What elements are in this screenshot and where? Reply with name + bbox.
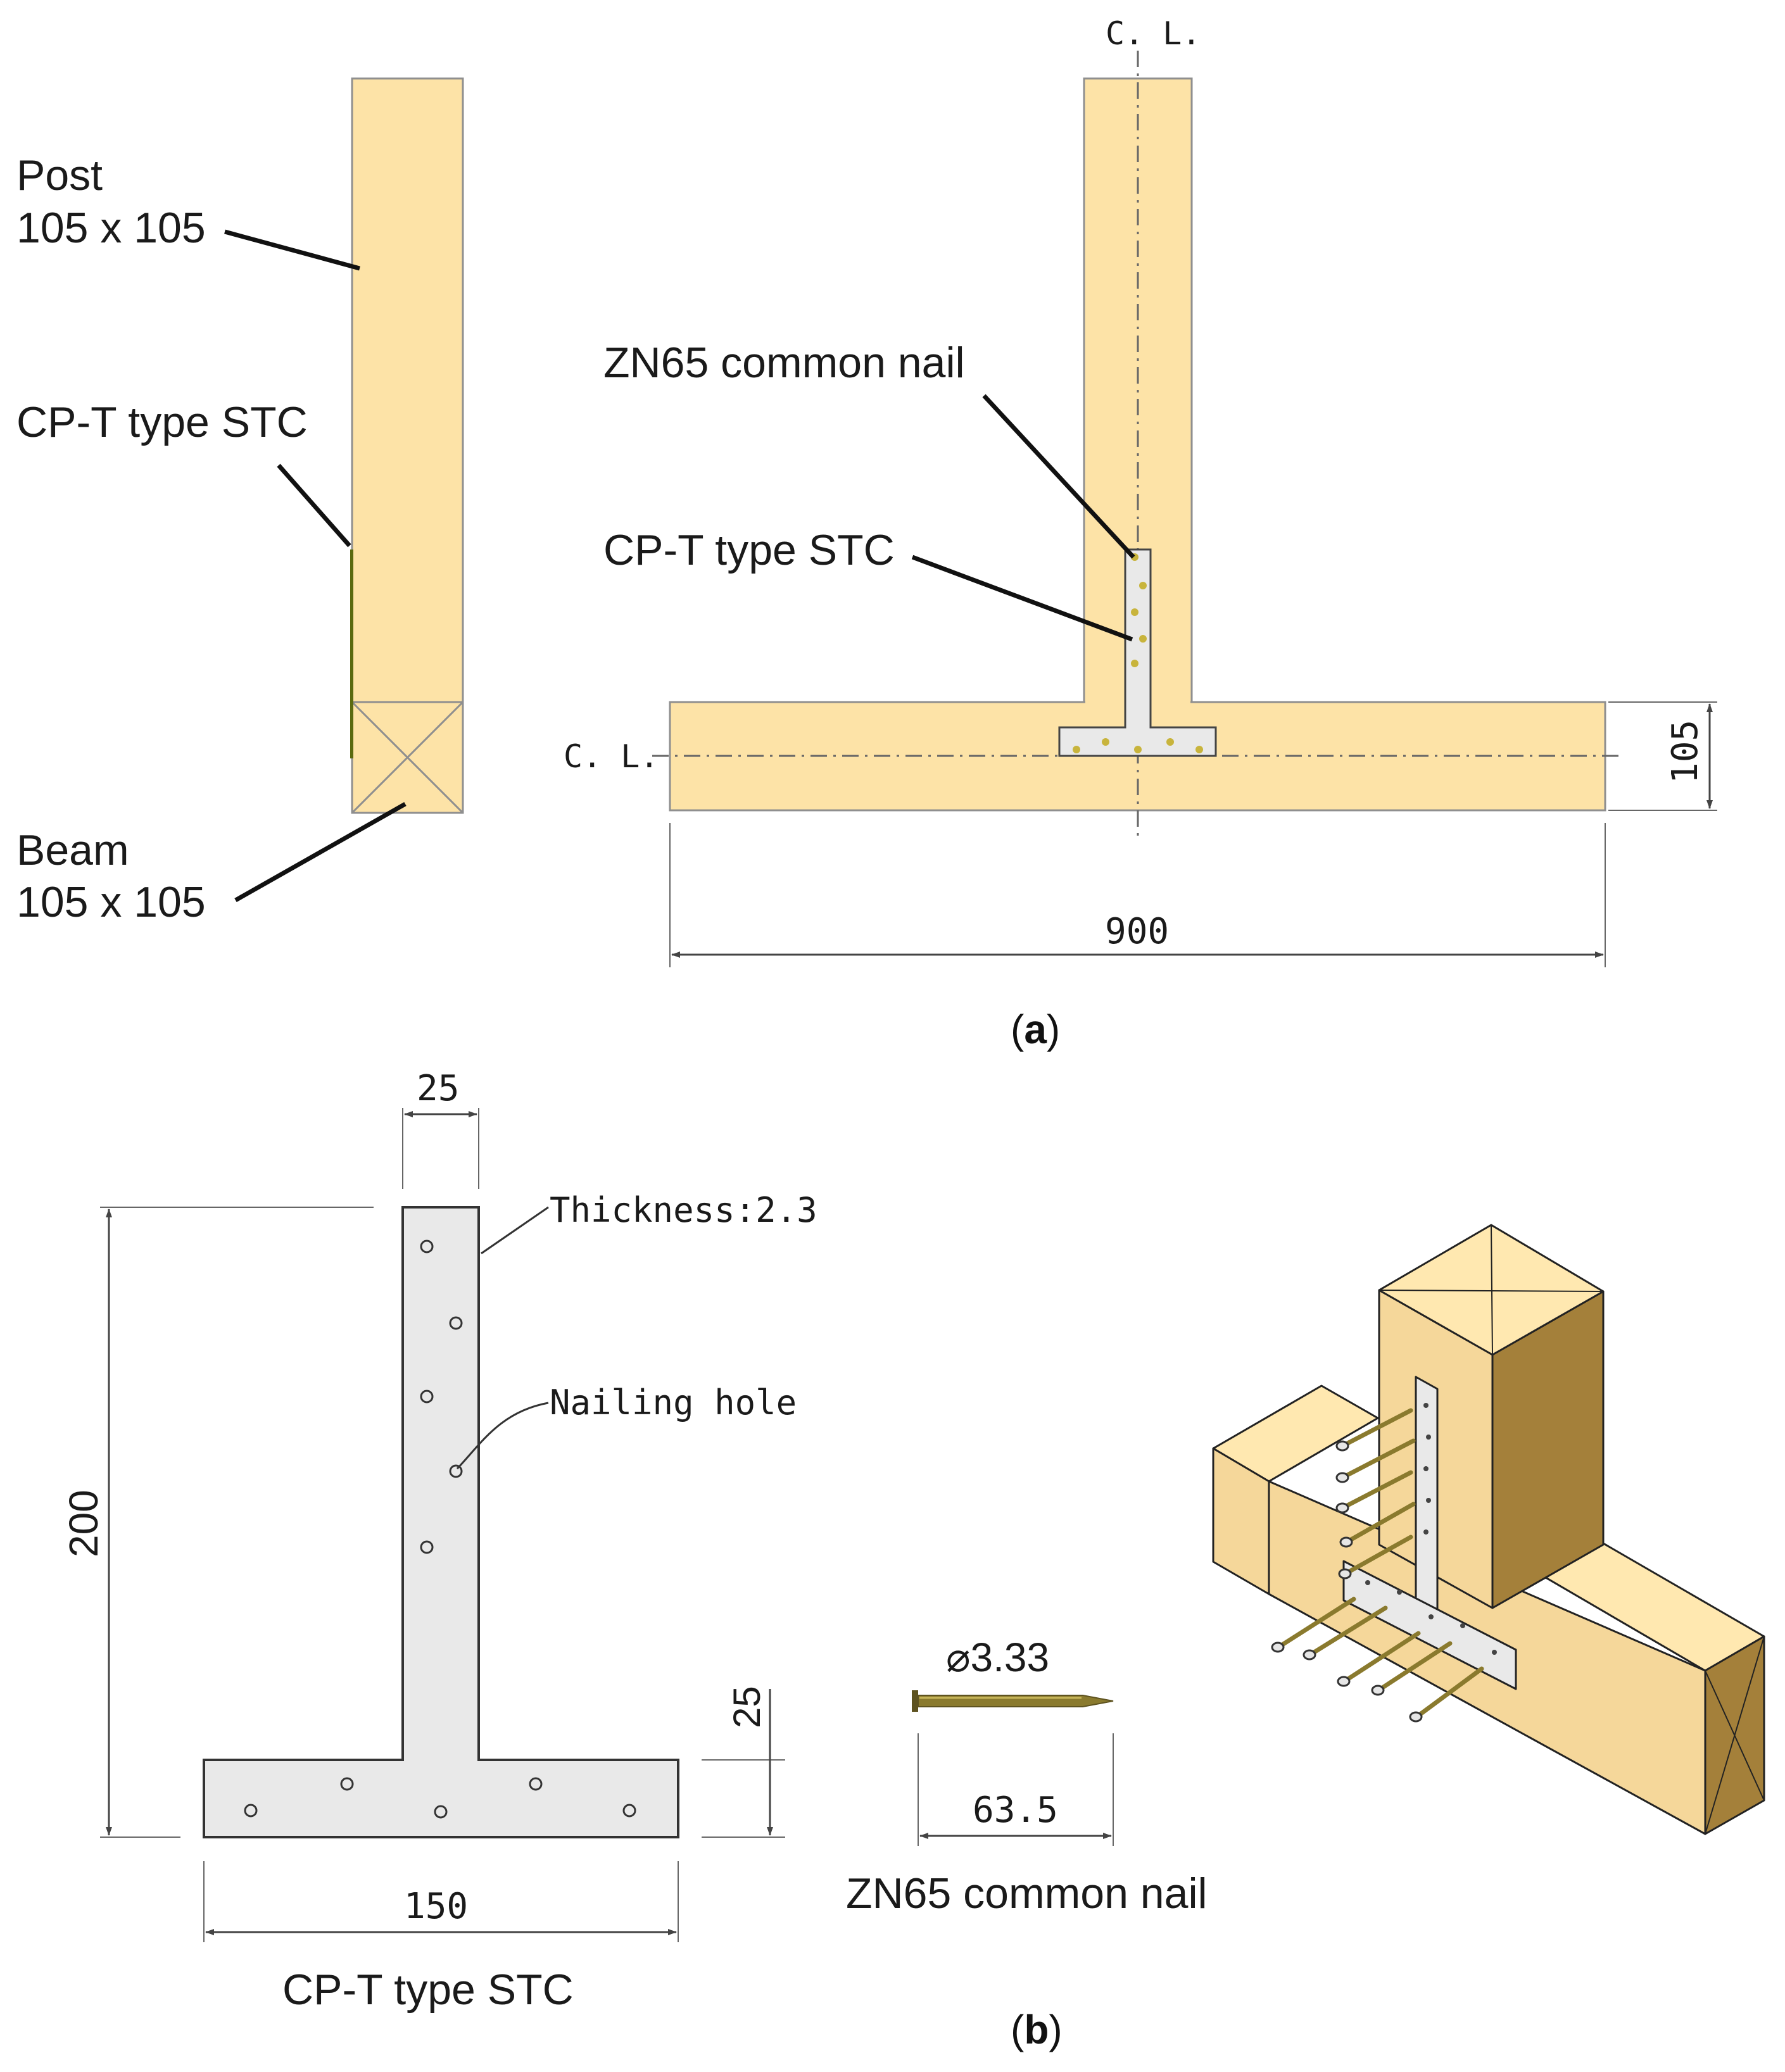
thickness-leader <box>481 1206 549 1255</box>
dim-beam-height-label: 105 <box>1665 720 1706 784</box>
nailing-hole <box>244 1804 258 1818</box>
nail-head <box>912 1690 918 1712</box>
nail-dot <box>1139 582 1147 589</box>
side-connector-leader <box>277 463 351 548</box>
dim-nail-length-label: 63.5 <box>973 1790 1058 1831</box>
side-connector-plate <box>350 549 353 758</box>
nail-dot <box>1131 608 1138 616</box>
nail-dot <box>1134 746 1142 753</box>
dim-web-width: 25 <box>402 1068 479 1189</box>
front-nails <box>1073 553 1203 753</box>
side-connector-label: CP-T type STC <box>16 398 308 446</box>
nailing-hole <box>449 1316 463 1330</box>
nailing-hole <box>420 1390 434 1403</box>
caption-a: (a) <box>1011 1007 1060 1052</box>
nailing-hole <box>420 1540 434 1554</box>
dim-beam-length-label: 900 <box>1105 911 1169 952</box>
nail-dot <box>1166 738 1174 746</box>
beam-label-line2: 105 x 105 <box>16 878 206 926</box>
nail-diameter-label: ⌀3.33 <box>946 1635 1049 1680</box>
side-post <box>351 77 464 703</box>
post-leader <box>224 229 360 271</box>
nail-dot <box>1073 746 1080 753</box>
nailing-hole <box>529 1777 543 1791</box>
caption-b: (b) <box>1011 2007 1063 2052</box>
dim-beam-height: 105 <box>1608 701 1717 811</box>
nailing-hole <box>340 1777 354 1791</box>
front-view: C. L. C. L. ZN65 common nail CP-T type S… <box>564 15 1717 967</box>
nail-dot <box>1195 746 1203 753</box>
nailing-hole <box>449 1464 463 1478</box>
nail-leader <box>982 394 1135 559</box>
centerline-top-label: C. L. <box>1106 15 1201 52</box>
plate-shape <box>203 1206 679 1838</box>
nail-label: ZN65 common nail <box>603 339 965 387</box>
dim-plate-width-label: 150 <box>404 1886 468 1927</box>
nail-dot <box>1139 635 1147 643</box>
post-beam-joint-isometric-icon <box>1212 1224 1765 1835</box>
nailing-hole <box>622 1804 636 1818</box>
dim-flange-height: 25 <box>702 1686 785 1838</box>
dim-plate-width: 150 <box>203 1861 679 1942</box>
dim-flange-height-label: 25 <box>726 1686 768 1728</box>
beam-leader <box>234 801 407 903</box>
plate-title: CP-T type STC <box>282 1966 574 2014</box>
dim-plate-height: 200 <box>61 1207 374 1838</box>
post-label-line2: 105 x 105 <box>16 204 206 252</box>
iso-nail-heads <box>1271 1440 1423 1723</box>
dim-nail-length: 63.5 <box>918 1733 1114 1846</box>
thickness-label: Thickness:2.3 <box>550 1190 817 1230</box>
nailing-hole <box>434 1805 448 1819</box>
iso-plate-web <box>1415 1376 1439 1612</box>
hole-leader <box>456 1402 549 1470</box>
iso-plate-holes <box>1365 1403 1497 1655</box>
front-connector-leader <box>911 555 1133 642</box>
nail-dot <box>1102 738 1109 746</box>
plate-holes <box>244 1240 636 1819</box>
nail-title: ZN65 common nail <box>846 1869 1208 1918</box>
beam-label-line1: Beam <box>16 826 129 874</box>
dim-beam-length: 900 <box>669 823 1606 967</box>
nailing-hole <box>420 1240 434 1253</box>
centerline-left-label: C. L. <box>564 738 659 775</box>
front-connector-label: CP-T type STC <box>603 526 895 574</box>
plate-detail: 25 Thickness:2.3 Nailing hole 200 25 150 <box>61 1068 817 2014</box>
nail-dot <box>1131 660 1138 667</box>
beam-section-cross-2 <box>351 701 464 814</box>
side-view: Post 105 x 105 CP-T type STC Beam 105 x … <box>16 77 464 926</box>
iso-nails <box>1278 1408 1484 1718</box>
post-label-line1: Post <box>16 151 103 199</box>
front-connector-plate <box>1058 548 1217 757</box>
iso-plate-flange <box>1342 1560 1517 1690</box>
nail-detail: ⌀3.33 63.5 ZN65 common nail <box>846 1635 1208 1918</box>
dim-web-width-label: 25 <box>417 1068 459 1109</box>
dim-plate-height-label: 200 <box>61 1490 106 1557</box>
hole-label: Nailing hole <box>550 1383 797 1422</box>
